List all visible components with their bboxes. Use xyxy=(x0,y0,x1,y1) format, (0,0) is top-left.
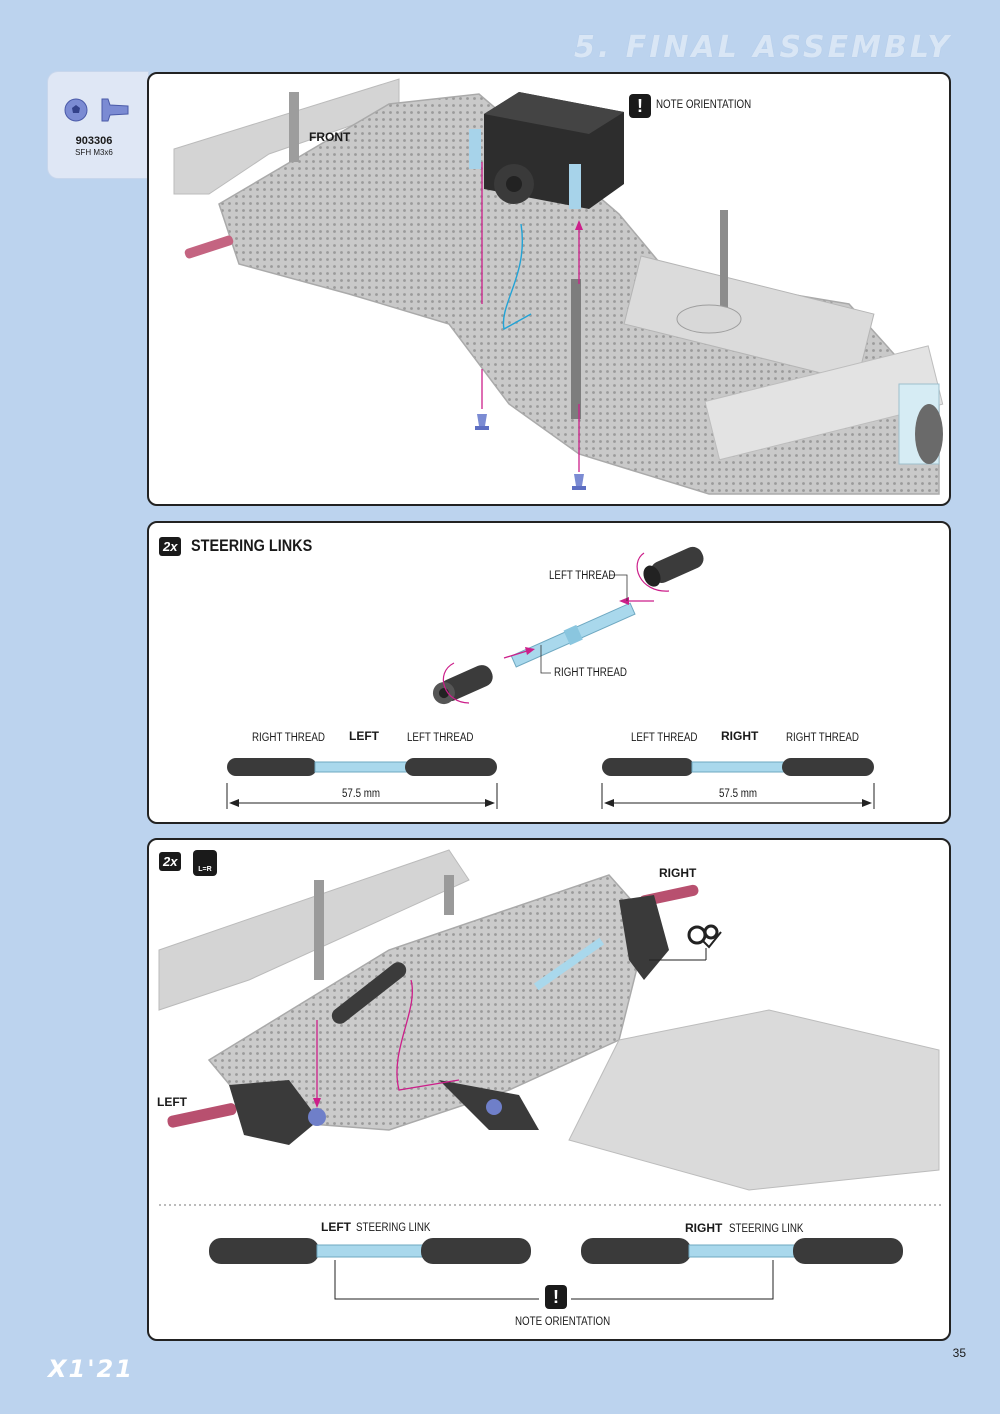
left-steering-link xyxy=(227,758,497,776)
left-link-thread-a: RIGHT THREAD xyxy=(252,732,325,744)
left-link-thread-b: LEFT THREAD xyxy=(407,732,474,744)
screw-icon xyxy=(572,474,586,490)
part-desc: SFH M3x6 xyxy=(75,148,113,157)
left-steering-link xyxy=(209,1238,531,1264)
front-end-illustration xyxy=(158,849,941,1300)
warning-icon: ! xyxy=(545,1285,567,1309)
page-number: 35 xyxy=(952,1346,966,1360)
right-link-thread-a: LEFT THREAD xyxy=(631,732,698,744)
right-steering-link xyxy=(581,1238,903,1264)
warning-icon: ! xyxy=(629,94,651,118)
mirror-icon: L=R xyxy=(193,850,217,876)
right-link-length: 57.5 mm xyxy=(719,788,758,800)
left-link-side: LEFT xyxy=(321,1220,351,1234)
part-tab: 903306 SFH M3x6 xyxy=(48,72,148,178)
left-link-text: STEERING LINK xyxy=(356,1222,431,1234)
steering-link-exploded xyxy=(226,546,875,809)
note-orientation-label: NOTE ORIENTATION xyxy=(515,1316,611,1328)
brand-logo: X1'21 xyxy=(48,1355,134,1383)
step-chassis-servo: FRONT ! NOTE ORIENTATION xyxy=(147,72,951,506)
screw-icon xyxy=(475,414,489,430)
note-orientation-label: NOTE ORIENTATION xyxy=(656,99,752,111)
qty-badge: 2x xyxy=(159,537,182,556)
left-link-length: 57.5 mm xyxy=(342,788,381,800)
chassis-illustration xyxy=(173,78,944,495)
right-link-side: RIGHT xyxy=(721,729,759,743)
right-steering-link xyxy=(602,758,874,776)
right-link-text: STEERING LINK xyxy=(729,1223,804,1235)
flat-head-screw-icon xyxy=(64,98,129,122)
right-link-thread-b: RIGHT THREAD xyxy=(786,732,859,744)
tool-icon xyxy=(687,924,722,949)
step-install-links: 2x L=R xyxy=(147,838,951,1341)
section-title: 5. FINAL ASSEMBLY xyxy=(574,30,952,65)
right-label: RIGHT xyxy=(659,866,697,880)
left-thread-label: LEFT THREAD xyxy=(549,570,616,582)
step-steering-links: 2x STEERING LINKS xyxy=(147,521,951,824)
qty-badge: 2x xyxy=(159,852,182,871)
part-code: 903306 xyxy=(75,135,113,147)
servo xyxy=(469,92,624,209)
left-link-side: LEFT xyxy=(349,729,379,743)
left-label: LEFT xyxy=(157,1095,187,1109)
steering-links-title: STEERING LINKS xyxy=(191,536,313,555)
right-link-side: RIGHT xyxy=(685,1221,723,1235)
right-thread-label: RIGHT THREAD xyxy=(554,667,627,679)
front-label: FRONT xyxy=(309,130,351,144)
